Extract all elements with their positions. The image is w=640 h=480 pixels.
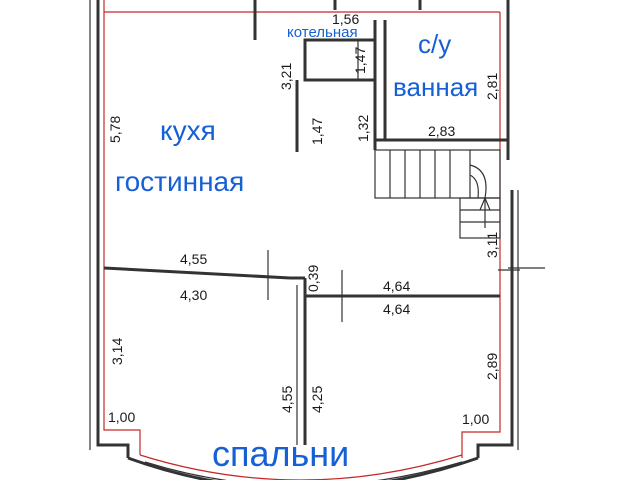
outer-walls bbox=[89, 0, 519, 458]
dim-bath-width: 2,83 bbox=[428, 123, 455, 139]
room-labels: кухя гостинная с/у ванная котельная спал… bbox=[115, 24, 478, 474]
dim-right-inner-width: 4,64 bbox=[383, 301, 410, 317]
dim-boiler-height: 1,47 bbox=[352, 47, 368, 74]
dim-bay-left: 1,00 bbox=[108, 409, 135, 425]
dim-left-inner-width: 4,30 bbox=[180, 287, 207, 303]
dim-left-top-width: 4,55 bbox=[180, 251, 207, 267]
kitchen-label-line2: гостинная bbox=[115, 166, 244, 197]
staircase bbox=[374, 149, 501, 239]
partition-walls bbox=[103, 250, 545, 445]
bedrooms-label: спальни bbox=[212, 433, 349, 474]
dim-stair-height: 3,11 bbox=[484, 232, 500, 258]
dim-mid-left-height: 4,55 bbox=[279, 386, 295, 413]
bathroom-walls bbox=[375, 20, 508, 142]
dim-door-gap: 0,39 bbox=[305, 265, 321, 292]
dimension-labels: 1,56 1,47 3,21 1,47 1,32 2,83 2,81 5,78 … bbox=[107, 11, 500, 427]
dim-wall-147: 1,47 bbox=[309, 118, 325, 145]
kitchen-label-line1: кухя bbox=[160, 115, 216, 146]
boiler-label: котельная bbox=[287, 24, 358, 41]
wc-label: с/у bbox=[418, 29, 451, 59]
dim-wall-321: 3,21 bbox=[278, 63, 294, 90]
dim-bay-right: 1,00 bbox=[462, 411, 489, 427]
top-walls bbox=[253, 0, 422, 40]
dim-wall-132: 1,32 bbox=[355, 115, 371, 142]
dim-kitchen-height: 5,78 bbox=[107, 116, 123, 143]
bay-window bbox=[127, 456, 479, 480]
dim-mid-right-height: 4,25 bbox=[309, 386, 325, 413]
dim-boiler-width: 1,56 bbox=[332, 11, 359, 27]
dim-right-bed-height: 2,89 bbox=[484, 353, 500, 380]
boiler-room-walls bbox=[295, 20, 377, 152]
dim-right-top-width: 4,64 bbox=[383, 278, 410, 294]
dim-left-bed-height: 3,14 bbox=[109, 338, 125, 365]
dim-bath-height: 2,81 bbox=[484, 73, 500, 100]
bath-label: ванная bbox=[393, 72, 478, 102]
